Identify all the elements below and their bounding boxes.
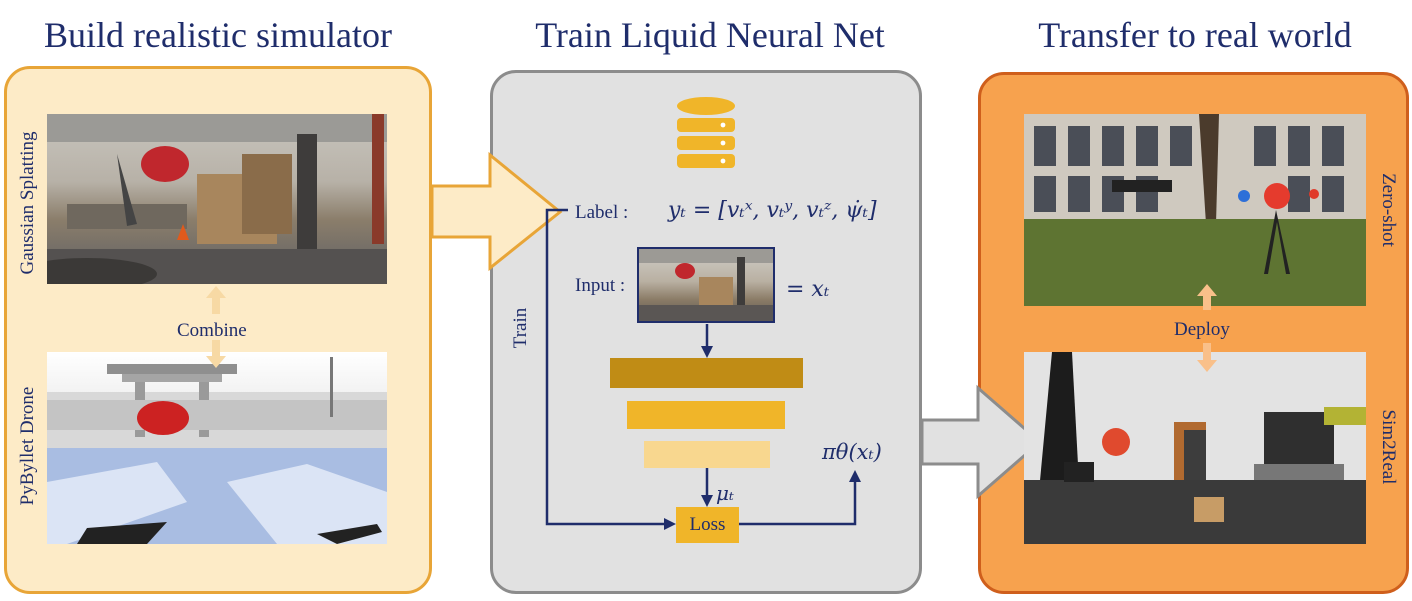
policy-label: πθ(xₜ) — [822, 440, 882, 464]
input-image — [637, 247, 775, 323]
network-layer-1 — [610, 358, 803, 388]
network-layer-2 — [627, 401, 785, 429]
loss-box: Loss — [676, 507, 739, 543]
label-prefix: Label : — [575, 202, 629, 223]
sim-to-train-arrow — [430, 151, 563, 272]
deploy-double-arrow — [1197, 284, 1217, 372]
input-prefix: Input : — [575, 275, 626, 296]
zero-shot-image — [1024, 114, 1366, 306]
deploy-label: Deploy — [1174, 319, 1230, 340]
net-to-loss-arrowhead — [701, 495, 713, 507]
title-train: Train Liquid Neural Net — [535, 15, 885, 55]
input-to-net-arrowhead — [701, 346, 713, 358]
train-loop-arrowhead — [664, 518, 676, 530]
combine-label: Combine — [177, 320, 247, 341]
combine-double-arrow — [206, 286, 226, 368]
loss-to-policy-arrowhead — [849, 470, 861, 482]
train-loop-line — [545, 208, 666, 526]
mu-label: μₜ — [716, 481, 734, 505]
input-equation: = xₜ — [786, 277, 830, 302]
sim2real-image — [1024, 352, 1366, 544]
gaussian-splatting-image — [47, 114, 387, 284]
label-equation: yₜ = [vₜˣ, vₜʸ, vₜᶻ, ψ̇ₜ] — [668, 198, 877, 223]
title-simulator: Build realistic simulator — [44, 15, 392, 55]
database-icon — [677, 97, 735, 168]
title-transfer: Transfer to real world — [1038, 15, 1352, 55]
train-label: Train — [510, 307, 531, 349]
loss-to-policy-line — [739, 480, 857, 526]
train-to-real-arrow — [920, 384, 1043, 500]
pybullet-drone-image — [47, 352, 387, 544]
network-layer-3 — [644, 441, 770, 468]
